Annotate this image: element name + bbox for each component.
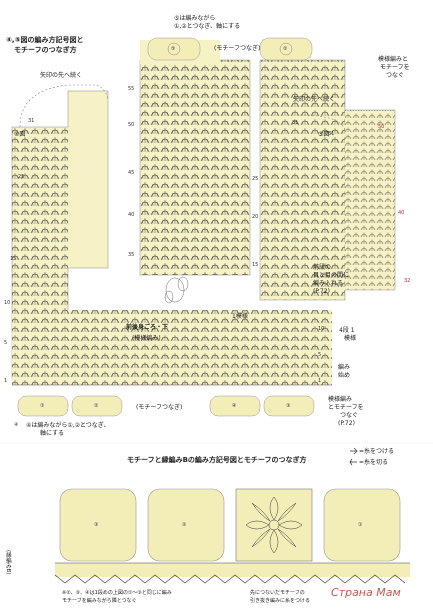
motif-join-label-top: (モチーフつなぎ) [214, 45, 261, 52]
rep-label-line2: 模様 [344, 335, 357, 342]
row-number: 32 [404, 278, 411, 284]
edge-label-line2: 始め [338, 372, 351, 379]
right-note-line2: モチーフを [380, 64, 410, 71]
bottom-right-note-line4: (P.72) [338, 420, 355, 427]
edge-label-line1: 編み [338, 364, 351, 371]
diagram2-note-right-line2: 引き抜き編みに糸をつける [250, 598, 311, 604]
row-number: 40 [128, 212, 135, 218]
stitch-gap-note-line1: 前段の [313, 264, 332, 271]
pattern-repeat-label: 1模様 [232, 313, 248, 320]
row-number: 50 [128, 122, 135, 128]
legend-cut-label: =糸を切る [359, 459, 389, 466]
bottom-right-note-line3: つなぐ [340, 412, 359, 419]
bottom-note-line1: ④は編みながら①,②とつなぎ、 [26, 422, 110, 429]
bar-mark-5: ⑤図 [318, 131, 330, 138]
motif-number: ③ [286, 403, 291, 409]
motif-number: ④ [14, 422, 19, 428]
motif-number: ③ [94, 522, 99, 528]
motif-row [59, 488, 401, 562]
row-number: 1 [318, 378, 322, 384]
middle-panel [139, 40, 251, 276]
row-number: 31 [328, 131, 335, 137]
row-number: 45 [128, 170, 135, 176]
right-note-line3: つなぐ [386, 72, 405, 79]
legend-markers [349, 447, 358, 466]
motif-note-line1: ⑤は編みながら [174, 15, 216, 22]
stitch-detail-icon [164, 276, 189, 304]
edging-b [54, 562, 410, 584]
motif-note-line2: ①,②とつなぎ、軸にする [174, 23, 241, 30]
row-number: 55 [128, 86, 135, 92]
diagram2-note-right-line1: 先につないだモチーフの [250, 590, 305, 596]
row-number: 40 [398, 210, 405, 216]
stitch-gap-note-line2: 目と目の間に [313, 272, 350, 279]
row-number: 10 [318, 326, 325, 332]
bottom-right-note-line2: とモチーフを [328, 404, 364, 411]
motif-number: ② [182, 522, 187, 528]
stitch-gap-note-line4: (P.72) [313, 288, 330, 295]
diagram2-title: モチーフと縁編みBの編み方記号図とモチーフのつなぎ方 [127, 456, 307, 464]
motif-number: ① [358, 522, 363, 528]
diagram1-title-line2: モチーフのつなぎ方 [14, 46, 77, 54]
row-number: 31 [28, 118, 35, 124]
stitch-gap-note-line3: 編み入れる [313, 280, 344, 287]
row-number: 50 [378, 124, 385, 130]
bottom-right-note-line1: 模様編み [328, 396, 353, 403]
motif-number: ② [94, 403, 99, 409]
motif-number: ① [40, 403, 45, 409]
row-number: 5 [4, 340, 8, 346]
row-number: 10 [4, 300, 11, 306]
diagram1-title-line1: ④,⑤図の編み方記号図と [6, 36, 84, 44]
right-panel [259, 39, 396, 301]
edging-b-label: (縁編みB) [4, 550, 11, 575]
row-number: 25 [18, 174, 25, 180]
motif-join-label-bottom: (モチーフつなぎ) [136, 404, 183, 411]
diagram2-note-line2: モチーフを編みながら隣とつなぐ [62, 598, 137, 604]
legend-attach-label: =糸をつける [359, 448, 395, 455]
watermark: Страна Мам [331, 586, 401, 599]
motif-number: ⑤ [171, 46, 176, 52]
row-number: 15 [10, 256, 17, 262]
row-number: 35 [128, 252, 135, 258]
center-label-line2: (模様編み) [132, 335, 161, 342]
right-note-line1: 模様編みと [378, 56, 409, 63]
arrow-note-right: 矢印の先へ続く [293, 96, 336, 103]
rep-label-line1: 4段 1 [339, 327, 355, 334]
diagram2-note-line1: ※②、③、④は1段めの上図の①〜③と同じに編み [62, 590, 172, 596]
arrow-note-left: 矢印の先へ続く [40, 72, 83, 79]
bar-mark-4: ④図 [14, 131, 26, 138]
lower-band [12, 310, 332, 386]
center-label-line1: 前後身ごろ・下 [126, 324, 169, 331]
row-number: 31 [292, 120, 299, 126]
motif-number: ④ [232, 403, 237, 409]
row-number: 20 [252, 214, 259, 220]
bottom-note-line2: 軸にする [40, 430, 65, 437]
motifs-bottom [17, 395, 315, 417]
motif-number: ② [283, 46, 288, 52]
row-number: 1 [4, 378, 8, 384]
row-number: 25 [252, 176, 259, 182]
row-number: 15 [252, 262, 259, 268]
row-number: 5 [318, 352, 322, 358]
motifs-top [147, 37, 313, 61]
